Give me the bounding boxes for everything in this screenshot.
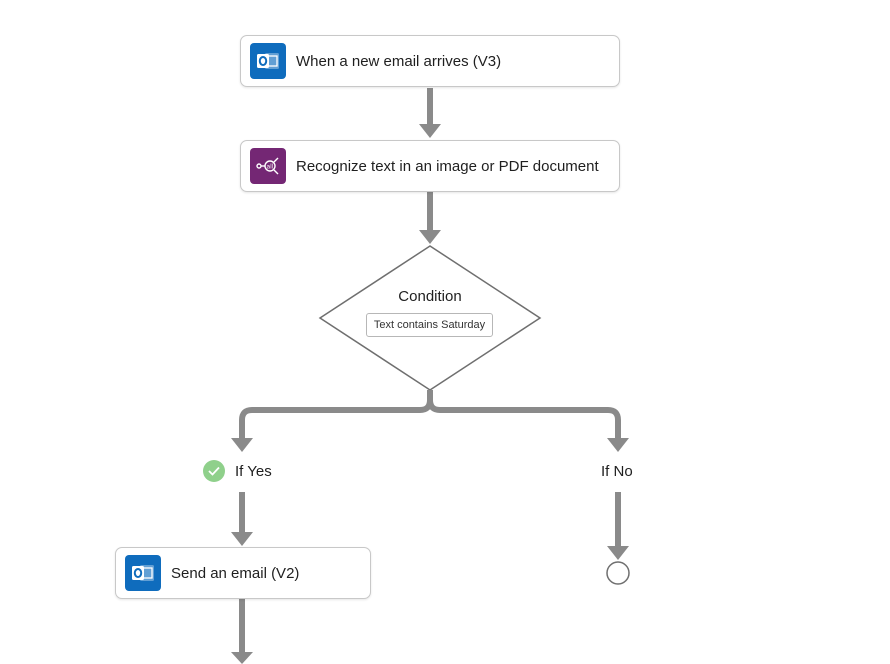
connector-send-email-continue: [231, 599, 253, 664]
connector-no-to-end: [606, 492, 630, 585]
connector-trigger-to-ocr: [419, 88, 441, 138]
connector-yes-to-send-email: [231, 492, 253, 546]
no-branch-arrowhead: [607, 438, 629, 452]
send-email-label: Send an email (V2): [171, 564, 300, 582]
condition-title[interactable]: Condition: [398, 288, 462, 305]
send-email-card[interactable]: Send an email (V2): [115, 547, 371, 599]
trigger-card[interactable]: When a new email arrives (V3): [240, 35, 620, 87]
branch-split-connector: [231, 390, 629, 452]
check-circle-icon: [203, 460, 225, 482]
ocr-label: Recognize text in an image or PDF docume…: [296, 157, 599, 175]
outlook-icon: [125, 555, 161, 591]
condition-expression: Text contains Saturday: [373, 319, 486, 331]
svg-text:all: all: [266, 164, 273, 171]
ai-builder-icon: all: [250, 148, 286, 184]
connector-ocr-to-condition: [419, 192, 441, 244]
trigger-label: When a new email arrives (V3): [296, 52, 502, 70]
yes-branch-arrowhead: [231, 438, 253, 452]
outlook-icon: [250, 43, 286, 79]
condition-expression-chip[interactable]: Text contains Saturday: [366, 313, 493, 337]
if-no-label[interactable]: If No: [601, 463, 633, 480]
ocr-action-card[interactable]: all Recognize text in an image or PDF do…: [240, 140, 620, 192]
end-circle-icon: [606, 561, 630, 585]
if-yes-label[interactable]: If Yes: [235, 463, 272, 480]
